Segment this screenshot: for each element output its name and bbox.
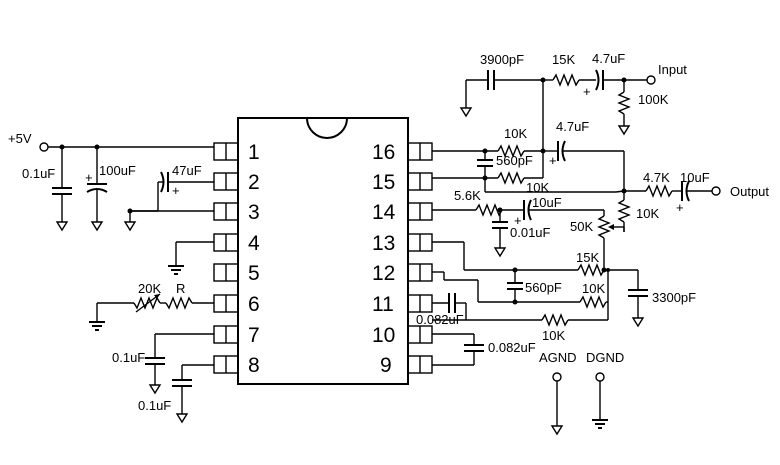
supply-rail	[39, 142, 214, 152]
cap-100u-label: 100uF	[99, 163, 136, 178]
pot-50k-label: 50K	[570, 219, 593, 234]
pin-number-10: 10	[372, 324, 395, 347]
r-10k-a-label: 10K	[504, 126, 527, 141]
r-20k-label: 20K	[138, 281, 161, 296]
pin-number-9: 9	[380, 354, 392, 377]
pin-number-14: 14	[372, 201, 396, 224]
pin-number-3: 3	[248, 201, 260, 224]
agnd-label: AGND	[539, 350, 577, 365]
polarity-plus-out: +	[676, 200, 684, 215]
ic-right-pins	[407, 142, 433, 374]
r-R-label: R	[176, 281, 185, 296]
cap-10u-out-label: 10uF	[680, 170, 710, 185]
input-network	[459, 69, 656, 168]
pin6-network	[89, 293, 214, 331]
resistor-47k-out	[645, 184, 673, 198]
resistor-10k-b	[497, 171, 525, 185]
r-10k-out-label: 10K	[636, 206, 659, 221]
pin16-15-network	[432, 140, 625, 193]
cap-pin7-label: 0.1uF	[112, 350, 145, 365]
pin4-ground	[168, 241, 214, 275]
resistor-R	[165, 296, 193, 310]
cap-100u	[86, 147, 108, 232]
cap-560p-a-label: 560pF	[496, 153, 533, 168]
pin-number-11: 11	[372, 293, 394, 316]
pin13-12-network	[432, 241, 648, 328]
pin-number-7: 7	[248, 324, 260, 347]
output-label[interactable]: Output	[730, 184, 769, 199]
agnd-terminal	[550, 372, 564, 436]
polarity-plus: +	[85, 170, 93, 185]
resistor-15k-mid	[577, 263, 605, 277]
cap-47u	[123, 171, 214, 232]
pin-number-16: 16	[372, 141, 395, 164]
cap-560p-b-label: 560pF	[525, 280, 562, 295]
pin-number-15: 15	[372, 171, 395, 194]
resistor-100k	[617, 91, 631, 115]
pin-number-1: 1	[248, 141, 260, 164]
r-10k-c-label: 10K	[582, 281, 605, 296]
output-terminal[interactable]	[711, 186, 721, 196]
cap-3300p-label: 3300pF	[652, 290, 696, 305]
r-47k-out-label: 4.7K	[643, 170, 670, 185]
pin11-network	[432, 293, 608, 327]
resistor-10k-d	[541, 313, 569, 327]
polarity-plus-input: +	[583, 84, 591, 99]
pin-number-12: 12	[372, 262, 395, 285]
cap-10u-mid-label: 10uF	[532, 195, 562, 210]
cap-0082u-a-label: 0.082uF	[416, 312, 464, 327]
r-15k-mid-label: 15K	[576, 250, 599, 265]
pin-number-6: 6	[248, 293, 260, 316]
cap-decouple-supply	[52, 147, 72, 232]
pin10-9-cap	[432, 333, 484, 366]
input-label[interactable]: Input	[658, 62, 687, 77]
r-56k-label: 5.6K	[454, 188, 481, 203]
pin-number-2: 2	[248, 171, 260, 194]
pin14-network	[432, 199, 625, 270]
cap-47u-input-label: 4.7uF	[592, 51, 625, 66]
cap-pin8	[172, 364, 214, 424]
polarity-plus-14: +	[514, 213, 522, 228]
resistor-10k-c	[579, 295, 607, 309]
resistor-56k	[475, 203, 503, 217]
ic-left-pins	[213, 142, 239, 374]
dgnd-terminal	[592, 372, 608, 429]
resistor-10k-out	[617, 199, 631, 223]
r-10k-d-label: 10K	[542, 328, 565, 343]
input-terminal[interactable]	[646, 75, 656, 85]
pin-number-8: 8	[248, 354, 260, 377]
supply-terminal	[39, 142, 49, 152]
cap-47u-mid-label: 4.7uF	[556, 119, 589, 134]
resistor-10k-a	[497, 144, 525, 158]
potentiometer-50k	[597, 215, 611, 239]
polarity-plus-mid: +	[549, 153, 557, 168]
ic-pin-numbers: 1 2 3 4 5 6 7 8 16 15 14 13 12 11 10 9	[248, 141, 396, 377]
cap-01u-label: 0.1uF	[22, 166, 55, 181]
output-network	[615, 180, 721, 232]
cap-001u-label: 0.01uF	[510, 225, 551, 240]
r-10k-b-label: 10K	[526, 180, 549, 195]
cap-0082u-b-label: 0.082uF	[488, 340, 536, 355]
pin-number-4: 4	[248, 232, 260, 255]
pin-number-13: 13	[372, 232, 395, 255]
supply-label: +5V	[8, 131, 32, 146]
cap-47u-label: 47uF	[172, 163, 202, 178]
cap-pin8-label: 0.1uF	[138, 398, 171, 413]
polarity-plus-47u: +	[172, 183, 180, 198]
cap-3900p-label: 3900pF	[480, 52, 524, 67]
resistor-15k-input	[552, 73, 580, 87]
cap-pin7	[145, 333, 214, 395]
r-15k-top-label: 15K	[552, 52, 575, 67]
pin-number-5: 5	[248, 262, 260, 285]
r-100k-label: 100K	[638, 92, 669, 107]
dgnd-label: DGND	[586, 350, 624, 365]
